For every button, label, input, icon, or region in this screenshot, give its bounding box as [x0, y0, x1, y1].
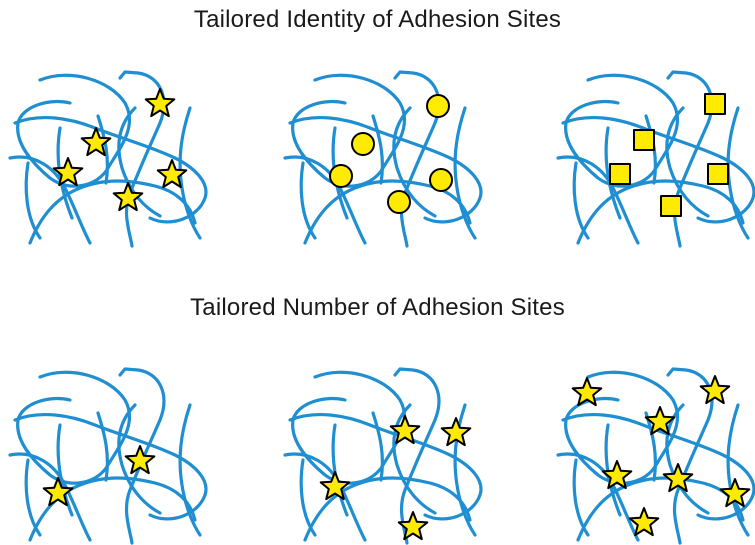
star-site-icon	[80, 127, 112, 157]
polymer-network	[8, 367, 208, 545]
polymer-strand	[13, 412, 208, 521]
polymer-strand	[24, 458, 42, 537]
star-site-icon	[644, 406, 676, 436]
star-site-icon	[42, 477, 74, 507]
polymer-strand	[96, 411, 110, 482]
polymer-strand	[556, 452, 640, 542]
top-row-title: Tailored Identity of Adhesion Sites	[193, 6, 562, 33]
polymer-strand	[8, 155, 92, 245]
polymer-strand	[117, 106, 162, 218]
polymer-strand	[666, 367, 714, 545]
polymer-strand	[576, 476, 745, 542]
polymer-strand	[13, 115, 208, 224]
polymer-strand	[117, 403, 162, 515]
square-site-icon	[633, 129, 655, 151]
polymer-strand	[118, 367, 166, 545]
polymer-strand	[178, 403, 202, 537]
polymer-strand	[392, 106, 437, 218]
polymer-strand	[299, 458, 317, 537]
network-panel-6	[556, 367, 755, 545]
polymer-strand	[118, 70, 166, 248]
polymer-network	[283, 367, 483, 545]
star-site-icon	[719, 478, 751, 508]
polymer-strand	[604, 423, 622, 517]
polymer-strand	[576, 179, 745, 245]
polymer-strand	[371, 411, 385, 482]
polymer-strand	[28, 179, 197, 245]
polymer-strand	[572, 458, 590, 537]
star-site-icon	[389, 415, 421, 445]
polymer-strand	[726, 106, 750, 240]
polymer-strand	[288, 115, 483, 224]
polymer-strand	[178, 106, 202, 240]
star-site-icon	[112, 182, 144, 212]
star-site-icon	[662, 463, 694, 493]
network-panel-4	[8, 367, 208, 545]
star-site-icon	[144, 88, 176, 118]
polymer-strand	[303, 179, 472, 245]
polymer-strand	[665, 403, 710, 515]
square-site-icon	[660, 195, 682, 217]
polymer-strand	[561, 115, 755, 224]
circle-site-icon	[351, 132, 375, 156]
polymer-strand	[28, 476, 197, 542]
star-site-icon	[397, 511, 429, 541]
polymer-strand	[572, 161, 590, 240]
network-panel-5	[283, 367, 483, 545]
polymer-network	[283, 70, 483, 248]
bottom-row-title: Tailored Number of Adhesion Sites	[190, 294, 565, 321]
polymer-strand	[16, 370, 132, 485]
star-site-icon	[440, 417, 472, 447]
polymer-strand	[283, 452, 367, 542]
star-site-icon	[601, 460, 633, 490]
polymer-strand	[288, 412, 483, 521]
polymer-strand	[665, 106, 710, 218]
square-site-icon	[707, 163, 729, 185]
polymer-strand	[666, 70, 714, 248]
polymer-strand	[393, 70, 441, 248]
polymer-strand	[291, 370, 407, 485]
polymer-strand	[393, 367, 441, 545]
polymer-strand	[331, 423, 349, 517]
polymer-strand	[96, 114, 110, 185]
star-site-icon	[52, 157, 84, 187]
star-site-icon	[699, 375, 731, 405]
circle-site-icon	[429, 168, 453, 192]
star-site-icon	[571, 377, 603, 407]
polymer-strand	[561, 412, 755, 521]
polymer-strand	[303, 476, 472, 542]
star-site-icon	[319, 471, 351, 501]
polymer-strand	[8, 452, 92, 542]
polymer-strand	[392, 403, 437, 515]
polymer-strand	[556, 155, 640, 245]
network-panel-2	[283, 70, 483, 248]
square-site-icon	[704, 93, 726, 115]
polymer-strand	[24, 161, 42, 240]
circle-site-icon	[387, 190, 411, 214]
network-panel-3	[556, 70, 755, 248]
polymer-network	[556, 70, 755, 248]
circle-site-icon	[426, 94, 450, 118]
polymer-strand	[299, 161, 317, 240]
square-site-icon	[609, 163, 631, 185]
polymer-strand	[283, 155, 367, 245]
star-site-icon	[156, 159, 188, 189]
network-panel-1	[8, 70, 208, 248]
polymer-strand	[453, 106, 477, 240]
polymer-strand	[371, 114, 385, 185]
star-site-icon	[124, 445, 156, 475]
circle-site-icon	[329, 164, 353, 188]
polymer-network	[8, 70, 208, 248]
polymer-strand	[604, 126, 622, 220]
polymer-strand	[726, 403, 750, 537]
polymer-strand	[56, 423, 74, 517]
star-site-icon	[628, 507, 660, 537]
